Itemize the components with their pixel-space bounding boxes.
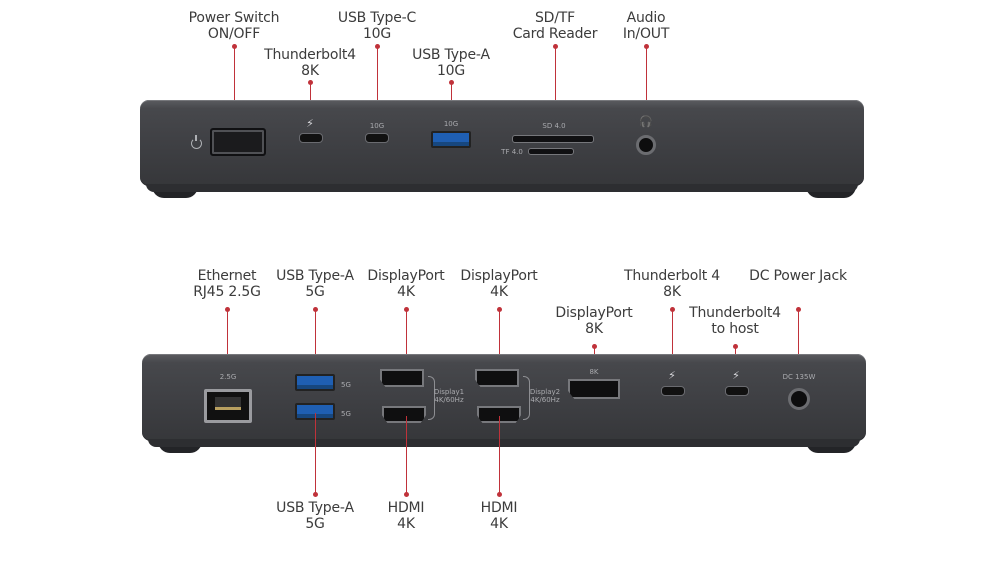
eth-print: 2.5G xyxy=(219,373,237,381)
leader-usb5g-top xyxy=(315,309,316,381)
leader-sd xyxy=(555,46,556,136)
thunderbolt-icon: ⚡ xyxy=(306,117,314,130)
displayport2-port xyxy=(475,369,519,387)
leader-dot xyxy=(313,307,318,312)
leader-dot xyxy=(225,307,230,312)
power-icon xyxy=(191,135,202,149)
dock-lip xyxy=(148,439,860,447)
usb-c-port xyxy=(365,133,389,143)
leader-dp2 xyxy=(499,309,500,379)
leader-ethernet xyxy=(227,309,228,391)
dp8k-print: 8K xyxy=(589,368,599,376)
thunderbolt4-port xyxy=(299,133,323,143)
usbc-print: 10G xyxy=(369,122,385,130)
leader-dp1 xyxy=(406,309,407,379)
leader-dot xyxy=(404,307,409,312)
thunderbolt-icon: ⚡ xyxy=(668,369,676,382)
usb5g-print-1: 5G xyxy=(341,381,351,389)
hdmi1-port xyxy=(382,406,426,423)
audio-icon: 🎧 xyxy=(639,115,653,128)
leader-power xyxy=(234,46,235,141)
dc-power-jack xyxy=(788,388,810,410)
power-switch xyxy=(210,128,266,156)
leader-dc xyxy=(798,309,799,391)
usba-print: 10G xyxy=(443,120,459,128)
leader-dot xyxy=(553,44,558,49)
leader-dot xyxy=(313,492,318,497)
leader-hdmi1 xyxy=(406,416,407,495)
leader-dot xyxy=(733,344,738,349)
tf-print: TF 4.0 xyxy=(501,148,523,156)
dock-rear xyxy=(142,354,866,447)
leader-dot xyxy=(404,492,409,497)
usb-a-10g-port xyxy=(431,131,471,148)
leader-dot xyxy=(670,307,675,312)
usb-a-5g-port-top xyxy=(295,374,335,391)
usb5g-print-2: 5G xyxy=(341,410,351,418)
leader-dot xyxy=(644,44,649,49)
leader-dot xyxy=(497,492,502,497)
leader-audio xyxy=(646,46,647,136)
leader-usb5g-bottom xyxy=(315,413,316,495)
ethernet-port xyxy=(204,389,252,423)
displayport-8k-port xyxy=(568,379,620,399)
leader-dot xyxy=(497,307,502,312)
leader-dot xyxy=(375,44,380,49)
leader-hdmi2 xyxy=(499,416,500,495)
tf-slot xyxy=(528,148,574,155)
leader-tb4-rear xyxy=(672,309,673,387)
leader-dot xyxy=(796,307,801,312)
thunderbolt-host-icon: ⚡ xyxy=(732,369,740,382)
displayport1-port xyxy=(380,369,424,387)
leader-usbc xyxy=(377,46,378,136)
leader-dot xyxy=(449,80,454,85)
label-dc-power: DC Power Jack xyxy=(749,268,847,284)
dc-print: DC 135W xyxy=(782,373,816,381)
sd-slot xyxy=(512,135,594,143)
sd-print: SD 4.0 xyxy=(542,122,566,130)
thunderbolt4-host-port xyxy=(725,386,749,396)
leader-dot xyxy=(232,44,237,49)
leader-dot xyxy=(592,344,597,349)
dock-lip xyxy=(146,184,858,192)
leader-dot xyxy=(308,80,313,85)
thunderbolt4-rear-port xyxy=(661,386,685,396)
audio-jack xyxy=(636,135,656,155)
